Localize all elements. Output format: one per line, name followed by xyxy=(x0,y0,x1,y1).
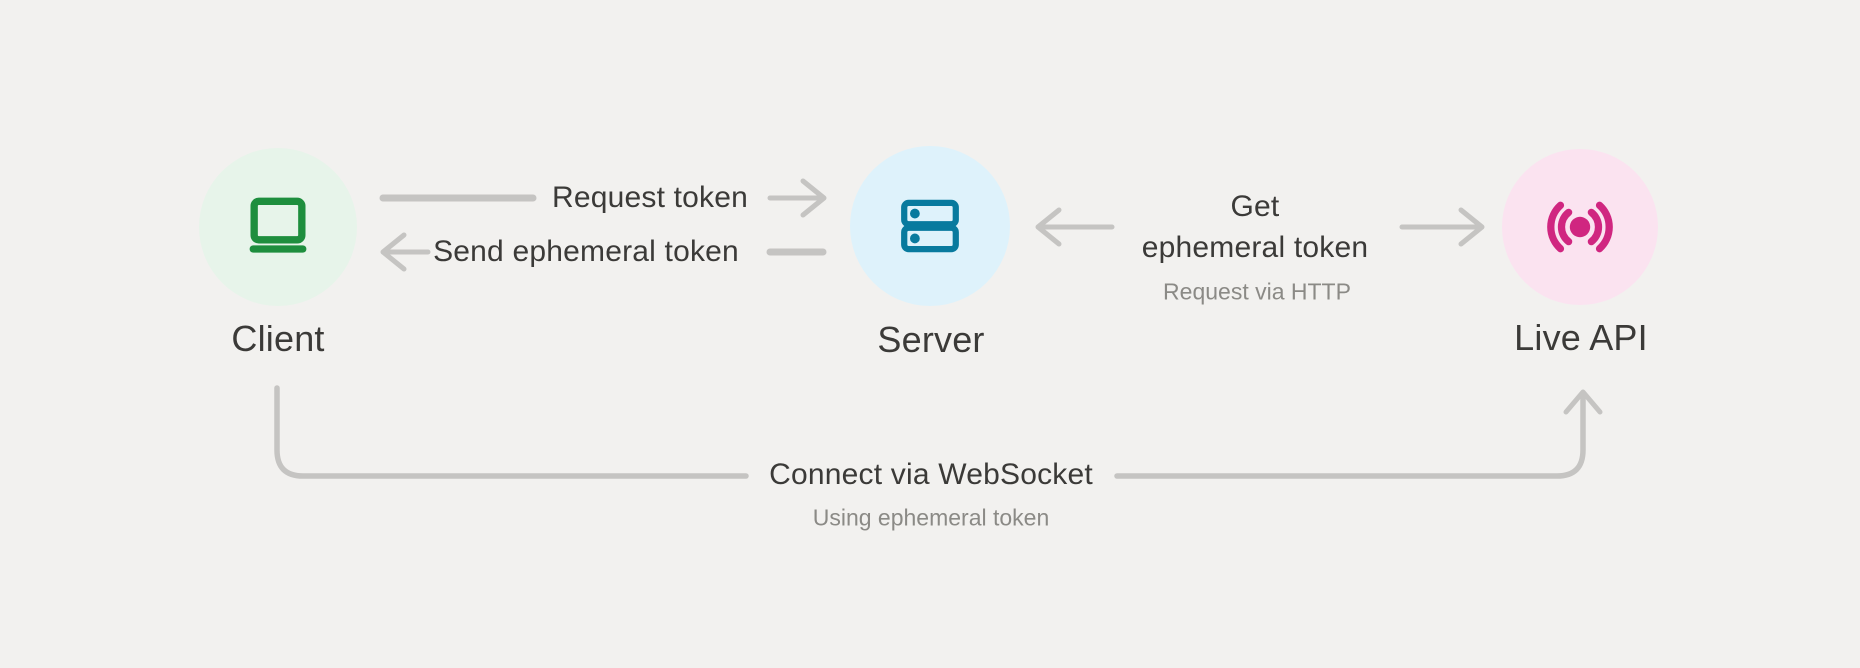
server-label: Server xyxy=(877,319,985,360)
get-ephemeral-token-left-arrow xyxy=(1035,207,1115,247)
send-ephemeral-token-label: Send ephemeral token xyxy=(433,235,739,268)
server-icon xyxy=(901,199,959,253)
send-ephemeral-token-arrow xyxy=(380,232,827,272)
connect-websocket-label: Connect via WebSocket xyxy=(769,458,1093,491)
get-ephemeral-token-right-arrow xyxy=(1399,207,1485,247)
live-api-label: Live API xyxy=(1514,317,1648,358)
live-api-node xyxy=(1502,149,1658,305)
get-ephemeral-token-label: Get ephemeral token xyxy=(1141,190,1369,264)
using-ephemeral-token-sublabel: Using ephemeral token xyxy=(812,504,1050,531)
client-label: Client xyxy=(231,318,325,359)
connect-websocket-path xyxy=(274,385,1603,479)
laptop-icon xyxy=(249,197,307,253)
server-node xyxy=(850,146,1010,306)
request-via-http-sublabel: Request via HTTP xyxy=(1163,278,1351,305)
request-token-arrow xyxy=(379,178,827,218)
broadcast-icon xyxy=(1547,201,1613,253)
client-node xyxy=(199,148,357,306)
request-token-label: Request token xyxy=(551,181,749,214)
